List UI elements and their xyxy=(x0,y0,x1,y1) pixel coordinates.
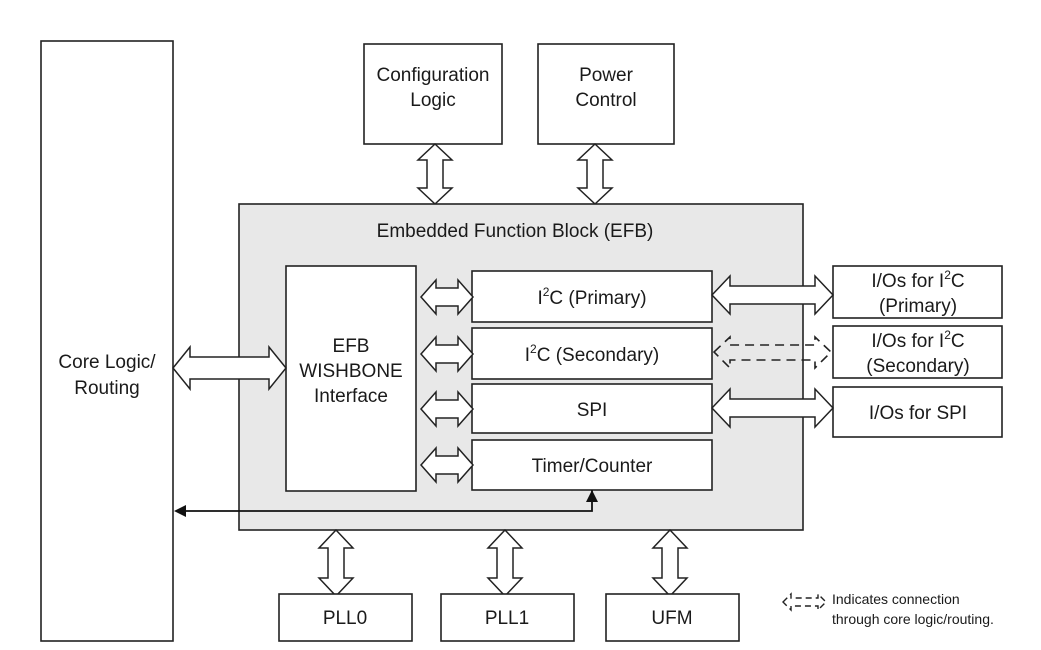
configuration-logic-label-line2: Logic xyxy=(410,90,455,111)
core-logic-block: Core Logic/ Routing xyxy=(40,40,174,642)
core-logic-label-line1: Core Logic/ xyxy=(58,352,156,373)
i2c-primary-box xyxy=(471,270,713,323)
io-spi-label: I/Os for SPI xyxy=(869,403,967,424)
i2c-secondary-io-dashed-arrow xyxy=(712,335,833,370)
core-logic-box xyxy=(40,40,174,642)
efb-pll1-arrow xyxy=(486,528,524,598)
timer-counter-box xyxy=(471,439,713,491)
io-spi-block: I/Os for SPI xyxy=(832,386,1003,438)
ufm-box xyxy=(605,593,740,642)
configuration-logic-label-line1: Configuration xyxy=(376,65,489,86)
spi-label: SPI xyxy=(577,400,608,421)
power-control-box xyxy=(537,43,675,145)
efb-ufm-arrow xyxy=(651,528,689,598)
efb-pll0-arrow xyxy=(317,528,355,598)
ufm-label: UFM xyxy=(651,608,692,629)
power-control-label-line1: Power xyxy=(579,65,634,86)
power-control-label-line2: Control xyxy=(575,90,636,111)
io-spi-box xyxy=(832,386,1003,438)
legend-dashed-arrow-icon xyxy=(782,592,827,612)
pll0-block: PLL0 xyxy=(278,593,413,642)
wishbone-interface-block: EFB WISHBONE Interface xyxy=(285,265,417,492)
efb-title: Embedded Function Block (EFB) xyxy=(377,221,654,242)
wishbone-label-line1: EFB xyxy=(333,336,370,357)
configuration-logic-box xyxy=(363,43,503,145)
wishbone-timer-arrow xyxy=(419,446,475,484)
legend: Indicates connection through core logic/… xyxy=(782,591,994,627)
spi-io-arrow xyxy=(710,387,835,429)
legend-text-line2: through core logic/routing. xyxy=(832,611,994,627)
io-i2c-primary-label-line1: I/Os for I2C xyxy=(871,268,964,292)
i2c-secondary-block: I2C (Secondary) xyxy=(471,327,713,380)
io-i2c-secondary-label-line1: I/Os for I2C xyxy=(871,328,964,352)
i2c-primary-io-arrow xyxy=(710,274,835,316)
core-wishbone-arrow xyxy=(172,344,287,392)
timer-counter-block: Timer/Counter xyxy=(471,439,713,491)
i2c-primary-block: I2C (Primary) xyxy=(471,270,713,323)
legend-text-line1: Indicates connection xyxy=(832,591,960,607)
io-i2c-secondary-block: I/Os for I2C (Secondary) xyxy=(832,325,1003,379)
i2c-primary-label: I2C (Primary) xyxy=(537,285,646,309)
timer-counter-label: Timer/Counter xyxy=(532,456,653,477)
i2c-secondary-label: I2C (Secondary) xyxy=(525,342,659,366)
config-efb-arrow xyxy=(416,142,454,206)
pll1-block: PLL1 xyxy=(440,593,575,642)
wishbone-interface-box xyxy=(285,265,417,492)
pll1-box xyxy=(440,593,575,642)
io-i2c-primary-box xyxy=(832,265,1003,319)
spi-block: SPI xyxy=(471,383,713,434)
timer-core-arrowhead-up xyxy=(586,490,598,502)
i2c-secondary-box xyxy=(471,327,713,380)
ufm-block: UFM xyxy=(605,593,740,642)
spi-box xyxy=(471,383,713,434)
wishbone-spi-arrow xyxy=(419,390,475,428)
pll0-label: PLL0 xyxy=(323,608,367,629)
wishbone-i2c-secondary-arrow xyxy=(419,335,475,373)
wishbone-i2c-primary-arrow xyxy=(419,278,475,316)
configuration-logic-block: Configuration Logic xyxy=(363,43,503,145)
power-efb-arrow xyxy=(576,142,614,206)
core-logic-label-line2: Routing xyxy=(74,378,140,399)
io-i2c-primary-block: I/Os for I2C (Primary) xyxy=(832,265,1003,319)
io-i2c-secondary-label-line2: (Secondary) xyxy=(866,356,970,377)
timer-core-arrowhead-left xyxy=(174,505,186,517)
pll0-box xyxy=(278,593,413,642)
wishbone-label-line3: Interface xyxy=(314,386,388,407)
io-i2c-secondary-box xyxy=(832,325,1003,379)
io-i2c-primary-label-line2: (Primary) xyxy=(879,296,957,317)
wishbone-label-line2: WISHBONE xyxy=(299,361,402,382)
pll1-label: PLL1 xyxy=(485,608,529,629)
power-control-block: Power Control xyxy=(537,43,675,145)
